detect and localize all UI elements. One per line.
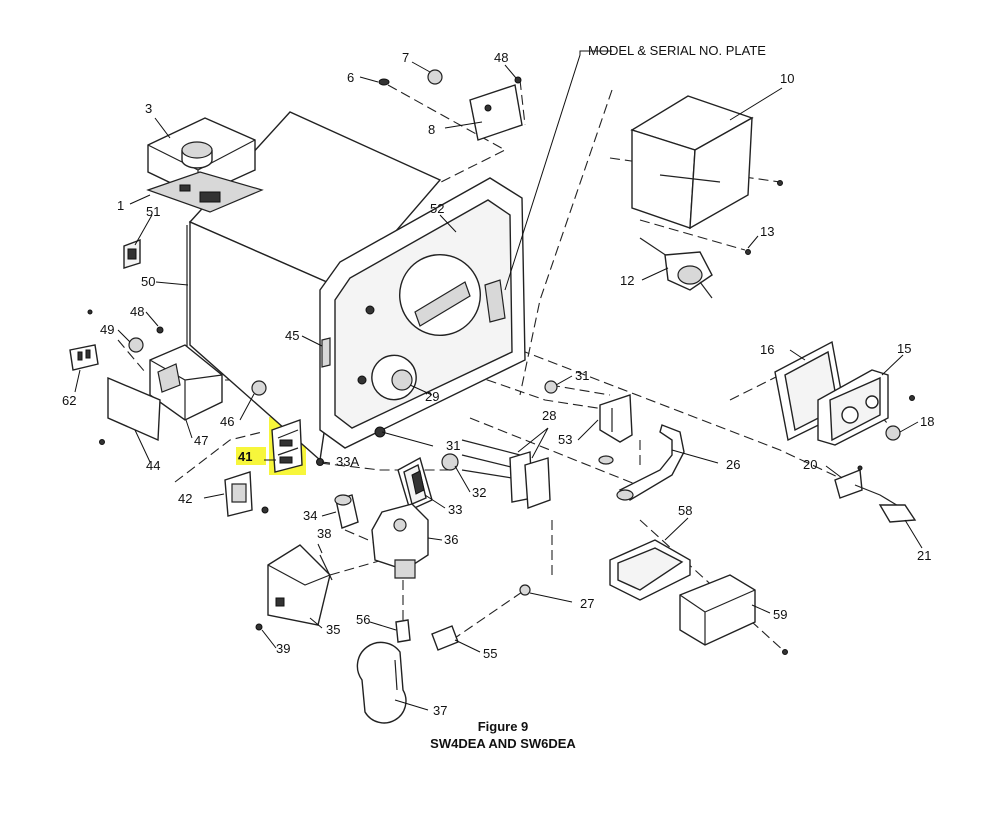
- heater-body: [186, 111, 526, 462]
- part-34-fitting: [334, 494, 359, 529]
- part-label-32: 32: [472, 485, 486, 500]
- part-51-switch: [123, 238, 141, 269]
- part-label-21: 21: [917, 548, 931, 563]
- part-label-50: 50: [141, 274, 155, 289]
- part-label-48: 48: [494, 50, 508, 65]
- part-labels: MODEL & SERIAL NO. PLATE 3 1 6 7 48 8 10…: [62, 43, 934, 718]
- part-20-21-electrode: [834, 465, 917, 523]
- part-label-27: 27: [580, 596, 594, 611]
- part-label-6: 6: [347, 70, 354, 85]
- part-53-bracket: [544, 380, 633, 465]
- part-label-52: 52: [430, 201, 444, 216]
- part-35-bracket: [255, 544, 333, 631]
- part-56-55-37: [356, 584, 531, 724]
- part-label-7: 7: [402, 50, 409, 65]
- part-label-35: 35: [326, 622, 340, 637]
- part-label-3: 3: [145, 101, 152, 116]
- part-label-31a: 31: [575, 368, 589, 383]
- part-12-igniter: [639, 237, 713, 299]
- parts-49-48-62: [69, 309, 164, 371]
- assembly-dash-lines: [117, 79, 896, 653]
- part-28-element: [441, 439, 551, 509]
- leader-lines: [74, 50, 923, 711]
- part-label-31b: 31: [446, 438, 460, 453]
- part-label-62: 62: [62, 393, 76, 408]
- part-46-45: [251, 337, 331, 396]
- part-label-12: 12: [620, 273, 634, 288]
- part-label-15: 15: [897, 341, 911, 356]
- part-label-45: 45: [285, 328, 299, 343]
- part-label-44: 44: [146, 458, 160, 473]
- part-label-16: 16: [760, 342, 774, 357]
- part-36-gas-valve: [371, 503, 429, 579]
- part-label-33a: 33A: [336, 454, 359, 469]
- part-label-34: 34: [303, 508, 317, 523]
- part-15-door: [817, 369, 915, 446]
- part-label-33: 33: [448, 502, 462, 517]
- part-label-20: 20: [803, 457, 817, 472]
- part-label-51: 51: [146, 204, 160, 219]
- figure-models: SW4DEA AND SW6DEA: [430, 736, 576, 751]
- part-label-56: 56: [356, 612, 370, 627]
- part-label-29: 29: [425, 389, 439, 404]
- part-label-49: 49: [100, 322, 114, 337]
- part-label-59: 59: [773, 607, 787, 622]
- part-label-55: 55: [483, 646, 497, 661]
- part-label-39: 39: [276, 641, 290, 656]
- thermostat-assembly: [146, 117, 264, 213]
- part-label-41: 41: [238, 449, 252, 464]
- part-label-47: 47: [194, 433, 208, 448]
- figure-caption: Figure 9 SW4DEA AND SW6DEA: [430, 719, 576, 751]
- part-label-38: 38: [317, 526, 331, 541]
- part-label-36: 36: [444, 532, 458, 547]
- part-label-42: 42: [178, 491, 192, 506]
- part-label-8: 8: [428, 122, 435, 137]
- part-label-10: 10: [780, 71, 794, 86]
- model-serial-plate-label: MODEL & SERIAL NO. PLATE: [588, 43, 766, 58]
- part-label-37: 37: [433, 703, 447, 718]
- part-33-plate: [397, 456, 433, 511]
- part-26-burner-tube: [616, 424, 685, 501]
- part-10-cover: [630, 95, 783, 255]
- figure-title: Figure 9: [478, 719, 529, 734]
- part-44-plate: [99, 376, 161, 445]
- part-label-1: 1: [117, 198, 124, 213]
- part-47-box: [149, 344, 223, 421]
- part-label-26: 26: [726, 457, 740, 472]
- part-label-53: 53: [558, 432, 572, 447]
- part-label-18: 18: [920, 414, 934, 429]
- part-label-28: 28: [542, 408, 556, 423]
- part-label-13: 13: [760, 224, 774, 239]
- part-label-48b: 48: [130, 304, 144, 319]
- part-58-gasket: [609, 539, 691, 601]
- part-label-58: 58: [678, 503, 692, 518]
- part-41-ecomaster: [271, 419, 324, 473]
- part-42-switch: [224, 471, 269, 517]
- part-59-cover: [679, 574, 788, 655]
- part-label-46: 46: [220, 414, 234, 429]
- bracket-part-8: [378, 69, 523, 141]
